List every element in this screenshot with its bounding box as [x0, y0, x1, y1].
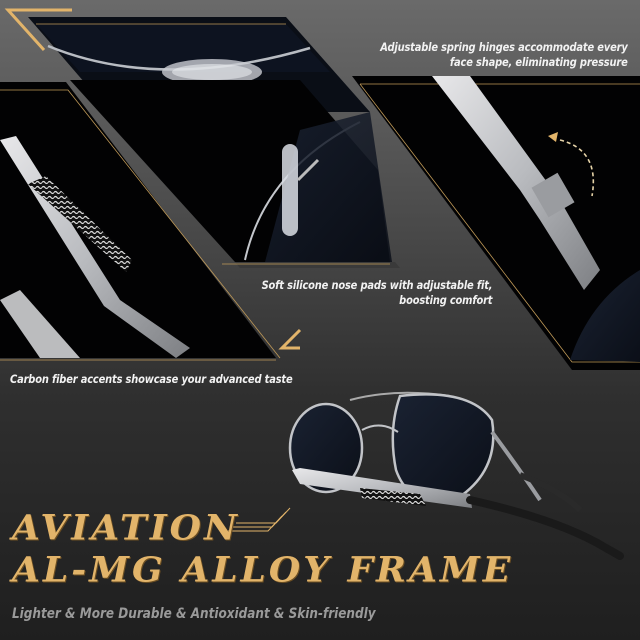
- caption-spring-hinges: Adjustable spring hinges accommodate eve…: [380, 40, 629, 70]
- headline-line-2: AL-MG ALLOY FRAME: [12, 550, 514, 590]
- aviator-sunglasses-image: [288, 391, 624, 560]
- gold-accent-mid: [278, 328, 302, 350]
- gold-line-accent: [226, 507, 291, 532]
- panel-carbon-fiber: [0, 82, 281, 361]
- caption-nose-pads: Soft silicone nose pads with adjustable …: [261, 278, 492, 308]
- caption-carbon-fiber: Carbon fiber accents showcase your advan…: [10, 372, 293, 387]
- panel-spring-hinge: [352, 76, 640, 370]
- caption-carbon-line-1: Carbon fiber accents showcase your advan…: [10, 372, 293, 386]
- caption-hinge-line-2: face shape, eliminating pressure: [450, 55, 628, 69]
- gold-corner-accent-top: [4, 8, 72, 52]
- carbon-fiber-inlay: [28, 176, 132, 272]
- caption-hinge-line-1: Adjustable spring hinges accommodate eve…: [380, 40, 629, 54]
- curved-arrow-icon: [559, 139, 594, 197]
- headline-line-1: AVIATION: [12, 508, 240, 548]
- caption-nose-line-1: Soft silicone nose pads with adjustable …: [261, 278, 492, 292]
- panel-nose-pad-middle: [70, 80, 400, 268]
- feature-subtitle: Lighter & More Durable & Antioxidant & S…: [12, 606, 376, 622]
- caption-nose-line-2: boosting comfort: [398, 293, 492, 307]
- nose-pad-icon-2: [282, 144, 298, 236]
